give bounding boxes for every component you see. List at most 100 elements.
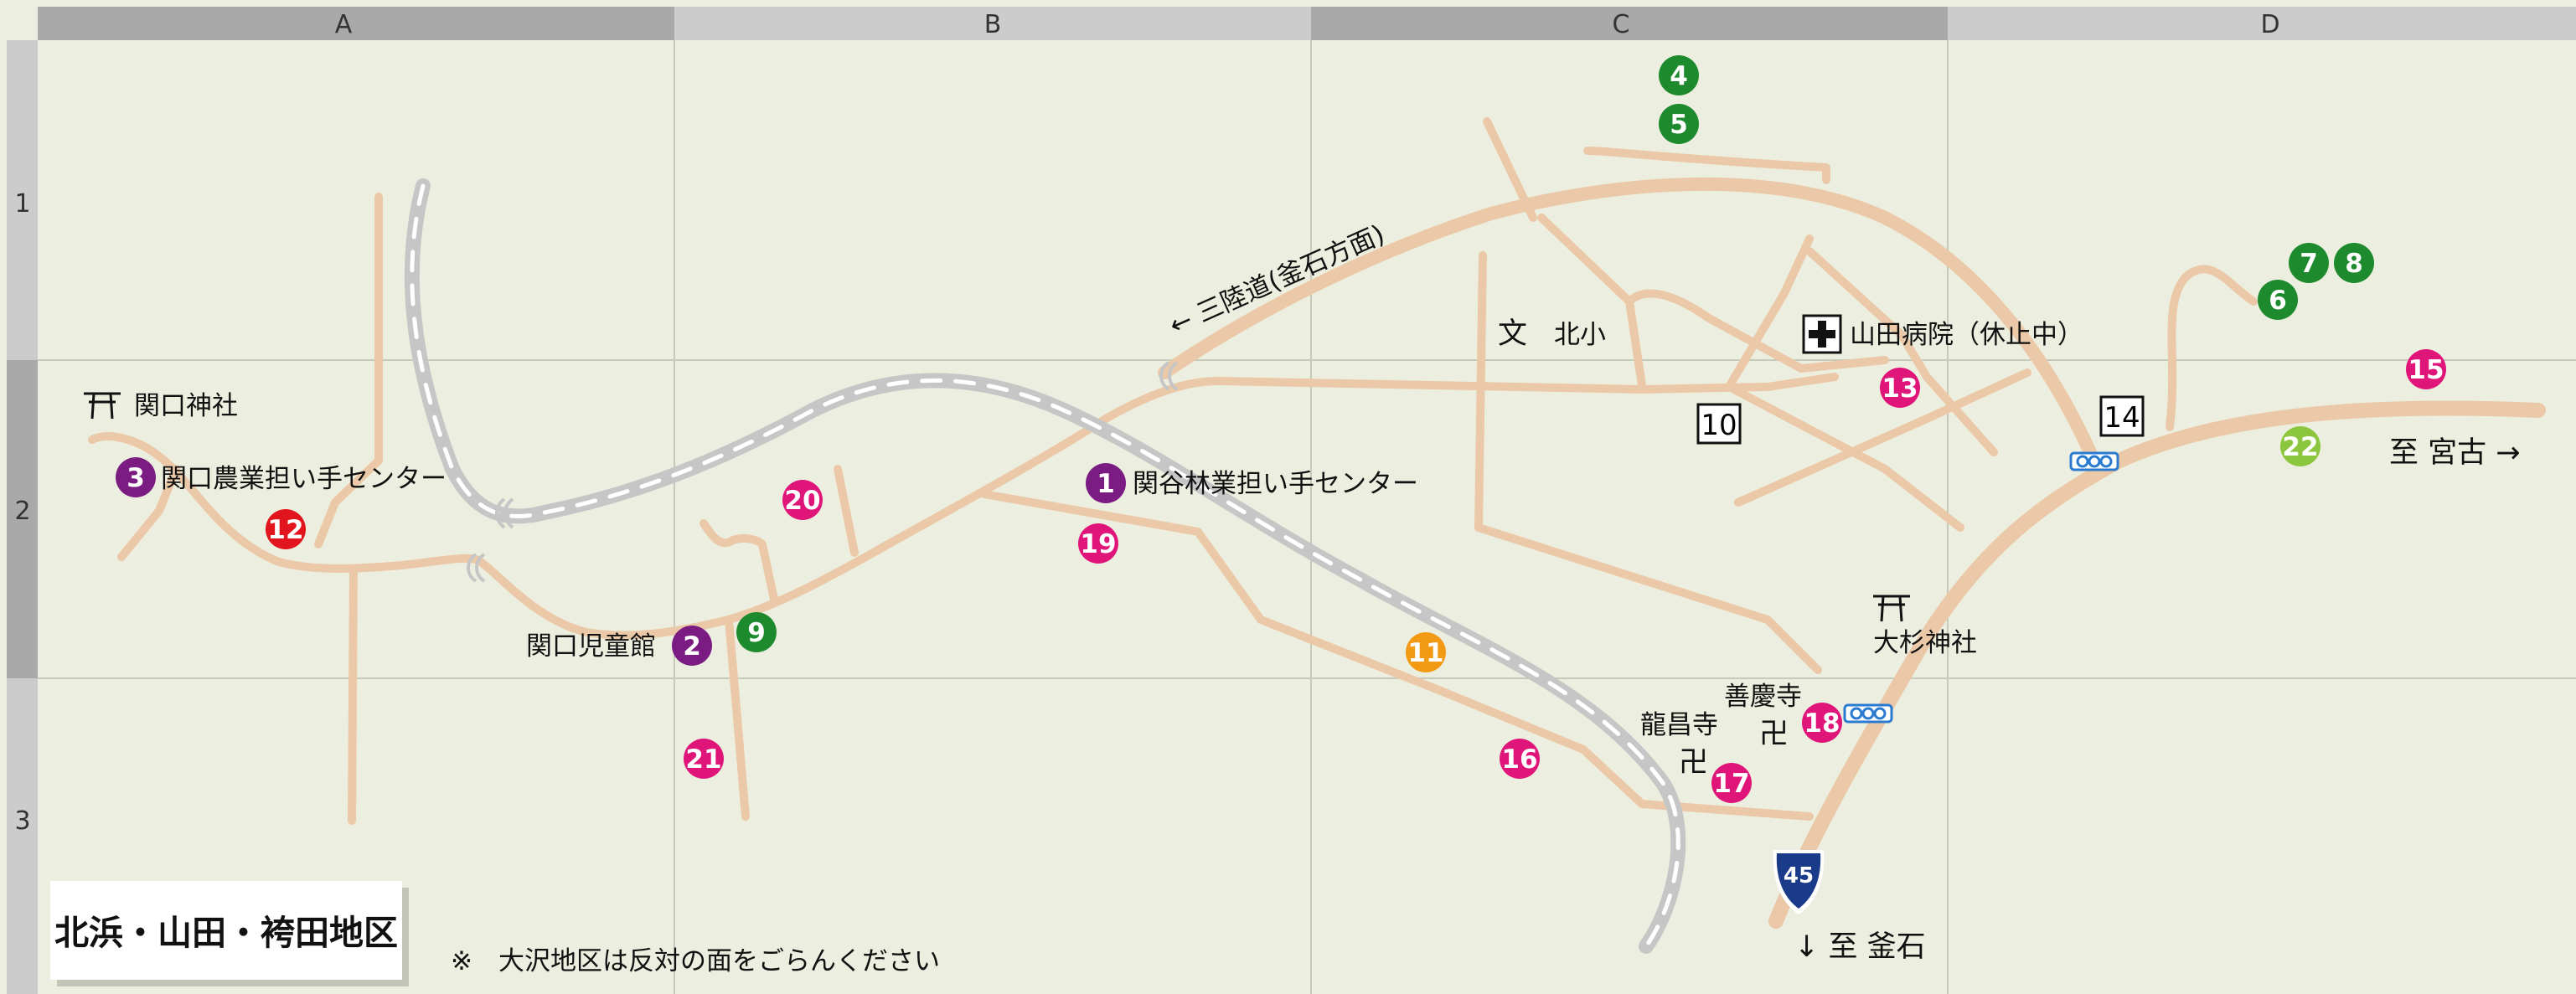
road-c-net3 <box>1726 234 1814 389</box>
marker-5-number: 5 <box>1670 110 1688 140</box>
expressway <box>404 178 1686 954</box>
sanriku-road <box>1158 177 2097 459</box>
label-yamada-hospital: 山田病院（休止中） <box>1850 320 2083 350</box>
marker-18-circle <box>1802 703 1842 743</box>
marker-18: 18 <box>1802 703 1842 743</box>
marker-5-circle <box>1659 104 1699 144</box>
road-b-south <box>980 490 1814 821</box>
marker-11-circle <box>1406 632 1446 672</box>
temple-icon-ryushoji: 卍 <box>1679 746 1708 780</box>
column-label-d: D <box>2260 10 2279 39</box>
marker-2-circle <box>672 626 712 666</box>
row-header: 1 2 3 <box>7 40 38 994</box>
road-main-west <box>478 377 1223 640</box>
boxed-marker-10-number: 10 <box>1701 409 1737 442</box>
road-c-net5 <box>1730 385 1964 532</box>
road-c-diagonal <box>1474 523 1822 674</box>
expressway-inner <box>410 183 1680 949</box>
road-c-upper2 <box>1583 147 1830 184</box>
marker-1-number: 1 <box>1097 469 1115 499</box>
marker-16-number: 16 <box>1501 744 1537 775</box>
label-sekiguchi-jidokan: 関口児童館 <box>526 631 656 662</box>
marker-21: 21 <box>684 739 724 779</box>
marker-4: 4 <box>1659 55 1699 95</box>
marker-13-number: 13 <box>1882 373 1918 404</box>
label-sekiguchi-shrine: 関口神社 <box>134 391 238 421</box>
marker-12-circle <box>266 509 306 549</box>
marker-7-number: 7 <box>2300 249 2318 279</box>
road-vertical-a1 <box>314 193 383 549</box>
boxed-marker-10: 10 <box>1696 403 1742 445</box>
label-sekiguchi-agri-center: 関口農業担い手センター <box>161 464 447 494</box>
marker-13: 13 <box>1880 368 1920 408</box>
marker-9: 9 <box>736 612 777 652</box>
tunnel-mark-1 <box>495 497 514 529</box>
marker-17-number: 17 <box>1713 769 1749 799</box>
column-label-c: C <box>1613 10 1630 39</box>
marker-3: 3 <box>116 457 156 497</box>
road-b-stub1 <box>699 519 779 607</box>
marker-2: 2 <box>672 626 712 666</box>
marker-9-number: 9 <box>747 618 766 648</box>
column-header-a-bg <box>38 7 674 40</box>
marker-3-circle <box>116 457 156 497</box>
road-b-vertical <box>725 615 750 821</box>
marker-15: 15 <box>2406 349 2446 389</box>
row-label-2: 2 <box>14 497 30 526</box>
marker-5: 5 <box>1659 104 1699 144</box>
column-header-b-bg <box>674 7 1311 40</box>
label-ryushoji: 龍昌寺 <box>1640 710 1718 740</box>
road-b-stub2 <box>834 465 859 557</box>
route-45-sign: 45 <box>1773 850 1825 914</box>
column-header: A B C D <box>38 7 2576 40</box>
label-sekiya-forest-center: 関谷林業担い手センター <box>1133 469 1418 499</box>
marker-19: 19 <box>1078 523 1118 564</box>
torii-icon-osugi <box>1873 595 1910 622</box>
marker-18-number: 18 <box>1804 708 1840 739</box>
marker-7-circle <box>2289 243 2329 283</box>
column-label-a: A <box>335 10 353 39</box>
main-highway-roads <box>1158 177 2546 929</box>
marker-20-number: 20 <box>784 486 820 516</box>
marker-21-number: 21 <box>685 744 721 775</box>
marker-19-number: 19 <box>1080 529 1116 559</box>
row-header-1-bg <box>7 40 38 360</box>
marker-20: 20 <box>782 480 823 520</box>
marker-7: 7 <box>2289 243 2329 283</box>
road-vertical-a2 <box>348 565 358 825</box>
marker-1: 1 <box>1086 463 1126 503</box>
marker-9-circle <box>736 612 777 652</box>
temple-icon-zenkeiji: 卍 <box>1759 718 1789 751</box>
traffic-signal-1 <box>2069 451 2119 471</box>
school-icon: 文 <box>1498 317 1527 351</box>
title-box: 北浜・山田・袴田地区 <box>50 881 409 986</box>
road-west-loop <box>88 432 486 573</box>
route-45-number: 45 <box>1784 863 1814 888</box>
marker-15-number: 15 <box>2408 355 2444 385</box>
marker-6: 6 <box>2258 280 2298 320</box>
traffic-signal-2 <box>1843 703 1893 724</box>
marker-12: 12 <box>266 509 306 549</box>
row-header-2-bg <box>7 360 38 678</box>
tunnel-marks <box>467 361 1179 583</box>
label-osugi-shrine: 大杉神社 <box>1873 628 1977 658</box>
road-c-west-vertical <box>1474 251 1487 532</box>
boxed-marker-14: 14 <box>2099 395 2145 437</box>
title: 北浜・山田・袴田地区 <box>54 913 398 953</box>
row-header-3-bg <box>7 678 38 994</box>
marker-17-circle <box>1711 763 1752 803</box>
road-c-net6 <box>1734 368 2031 507</box>
boxed-marker-14-number: 14 <box>2104 401 2140 435</box>
marker-16: 16 <box>1500 739 1540 779</box>
marker-4-number: 4 <box>1670 61 1688 91</box>
tunnel-mark-2 <box>467 553 486 583</box>
marker-19-circle <box>1078 523 1118 564</box>
direction-miyako: 至 宮古 → <box>2389 436 2521 470</box>
road-west-branch <box>117 465 180 561</box>
marker-8-number: 8 <box>2345 249 2363 279</box>
marker-11: 11 <box>1406 632 1446 672</box>
road-upper-straight <box>1215 373 1839 394</box>
